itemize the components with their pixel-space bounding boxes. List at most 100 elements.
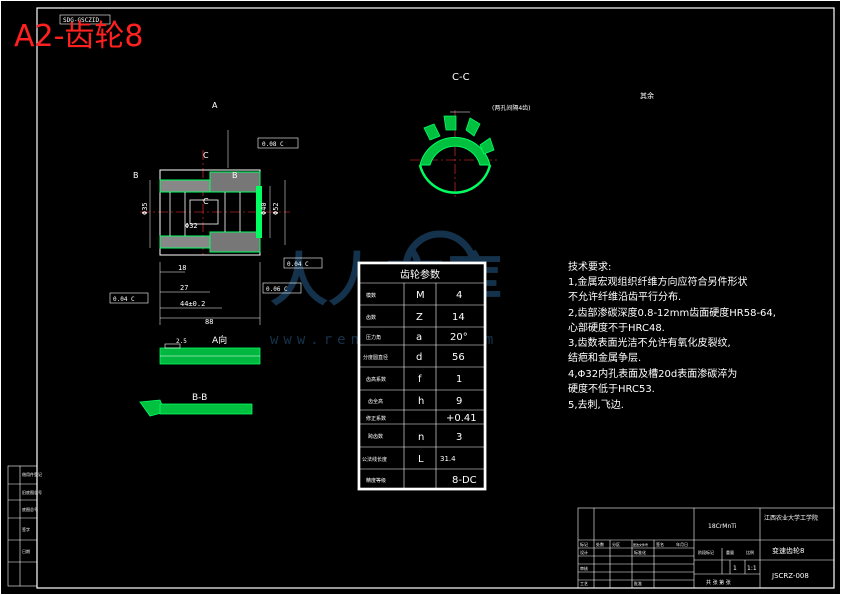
tb-label-2: 分区 [612,541,620,547]
row-symbol-2: a [416,332,422,343]
row-name-9: 精度等级 [366,477,386,484]
tb-label-4: 签名 [656,541,664,547]
dim-88: 88 [205,318,213,326]
label-c-mid: C [203,197,209,206]
row-value-4: 1 [456,374,462,385]
drawing-code: SDG-GSCZID [63,17,100,24]
tb-label-3: 更改文件号 [633,542,648,547]
tb-sheet-note: 共 张 第 张 [706,579,731,586]
dim-phi35: Φ35 [141,202,149,215]
tb-scale: 1:1 [747,565,757,572]
row-value-5: 9 [456,396,462,407]
left-strip-label-2: 底图总号 [22,506,38,512]
tb-school: 江西农业大学工学院 [764,514,818,522]
left-strip [7,465,38,587]
inner-border [36,7,835,589]
tech-req-line-7: 硬度不低于HRC53. [568,382,655,395]
bb-section: B-B [139,393,253,417]
row-name-4: 齿高系数 [366,376,386,383]
row-value-3: 56 [452,352,465,363]
row-symbol-3: d [416,352,422,363]
label-a-top: A [212,101,218,110]
label-b-left: B [133,171,139,180]
dim-phi52: Φ52 [272,202,280,215]
tech-req-line-1: 不允许纤维沿齿平行分布. [568,290,681,303]
tb-label-6: 设计 [580,549,588,555]
row-name-2: 压力角 [366,334,381,341]
row-name-3: 分度圆直径 [363,354,388,361]
row-symbol-8: L [418,454,424,465]
tech-req-line-2: 2,齿部渗碳深度0.8-12mm齿面硬度HR58-64, [568,306,776,319]
row-value-7: 3 [456,432,462,443]
row-symbol-1: Z [416,312,423,323]
tol-frame-3: 0.06 C [266,286,288,293]
row-name-6: 修正系数 [366,415,386,422]
front-view: 18 27 44±0.2 88 Φ52 Φ40 Φ35 Φ32 A B C B … [133,101,290,326]
dim-phi32: Φ32 [185,222,198,230]
row-name-5: 齿全高 [368,398,383,405]
row-value-8: 31.4 [440,455,456,463]
view-cc-label: C-C [452,72,470,83]
tolerance-frames [109,137,323,304]
view-a-label: A向 [212,334,227,346]
row-name-7: 跨齿数 [368,433,383,440]
row-value-6: +0.41 [446,413,477,424]
tol-frame-4: 0.04 C [287,261,309,268]
page-title: A2-齿轮8 [14,19,144,54]
row-symbol-7: n [418,432,424,443]
tol-frame-2: 0.04 C [113,296,135,303]
tb-label-11: 审核 [580,565,588,571]
title-block-text: 18CrMnTi 江西农业大学工学院 变速齿轮8 JSCRZ-008 1 1:1… [580,514,818,586]
tb-label-12: 工艺 [580,581,588,586]
roughness-note: 其余 [640,91,654,100]
tech-requirements: 技术要求: 1,金属宏观组织纤维方向应符合另件形状 不允许纤维沿齿平行分布. 2… [568,260,776,411]
gear-table: 齿轮参数 模数 M 4 齿数 Z 14 压力角 a 20° 分度圆直径 d 56… [357,261,487,491]
dim-27: 27 [180,284,188,292]
dim-phi40: Φ40 [260,202,268,215]
row-symbol-0: M [416,290,425,301]
tb-qty: 1 [733,565,737,572]
tech-req-line-4: 3,齿数表面光洁不允许有氧化皮裂纹, [568,336,731,349]
row-value-1: 14 [452,312,465,323]
row-name-1: 齿数 [366,314,376,321]
tb-label-9: 重量 [726,549,734,555]
tb-label-0: 标记 [580,541,588,547]
left-strip-label-1: 旧底图总号 [22,489,42,495]
row-name-8: 公法线长度 [362,456,387,463]
left-strip-label-3: 签字 [22,526,30,532]
row-value-9: 8-DC [452,475,477,486]
row-value-2: 20° [450,332,468,343]
dim-18: 18 [178,264,186,272]
label-c-top: C [203,151,209,160]
tb-material: 18CrMnTi [708,523,737,530]
tb-drawing-no: JSCRZ-008 [771,572,809,580]
tech-req-line-5: 结疤和金属争层. [568,351,641,364]
tech-req-line-3: 心部硬度不于HRC48. [568,321,665,334]
left-strip-label-0: 借用件登记 [22,471,42,477]
tech-req-line-0: 1,金属宏观组织纤维方向应符合另件形状 [568,275,748,288]
tb-label-7: 标准化 [634,549,646,555]
dim-2-5: 2.5 [176,338,187,345]
row-value-0: 4 [456,290,462,301]
tech-req-line-8: 5,去刺,飞边. [568,399,624,411]
view-bb-label: B-B [192,393,207,403]
code-box [59,14,111,25]
tb-label-8: 阶段标记 [698,549,714,555]
gear-table-title: 齿轮参数 [400,268,440,281]
row-symbol-4: f [418,374,422,385]
title-block [577,507,835,589]
a-view: A向 2.5 [159,334,261,365]
tb-label-10: 比例 [746,549,754,555]
dim-44: 44±0.2 [180,300,205,308]
left-strip-label-4: 日期 [22,548,30,554]
tech-req-line-6: 4,Φ32内孔表面及槽20d表面渗碳淬为 [568,367,737,380]
row-symbol-5: h [418,396,424,407]
view-cc-note: (两孔间隔4齿) [492,104,531,112]
tech-req-title: 技术要求: [568,260,611,273]
cc-section: C-C (两孔间隔4齿) [410,72,531,200]
tb-label-5: 年月日 [676,541,688,547]
tb-label-1: 处数 [596,541,604,547]
left-strip-labels: 借用件登记 旧底图总号 底图总号 签字 日期 [22,471,42,554]
tb-part-name: 变速齿轮8 [772,546,804,555]
